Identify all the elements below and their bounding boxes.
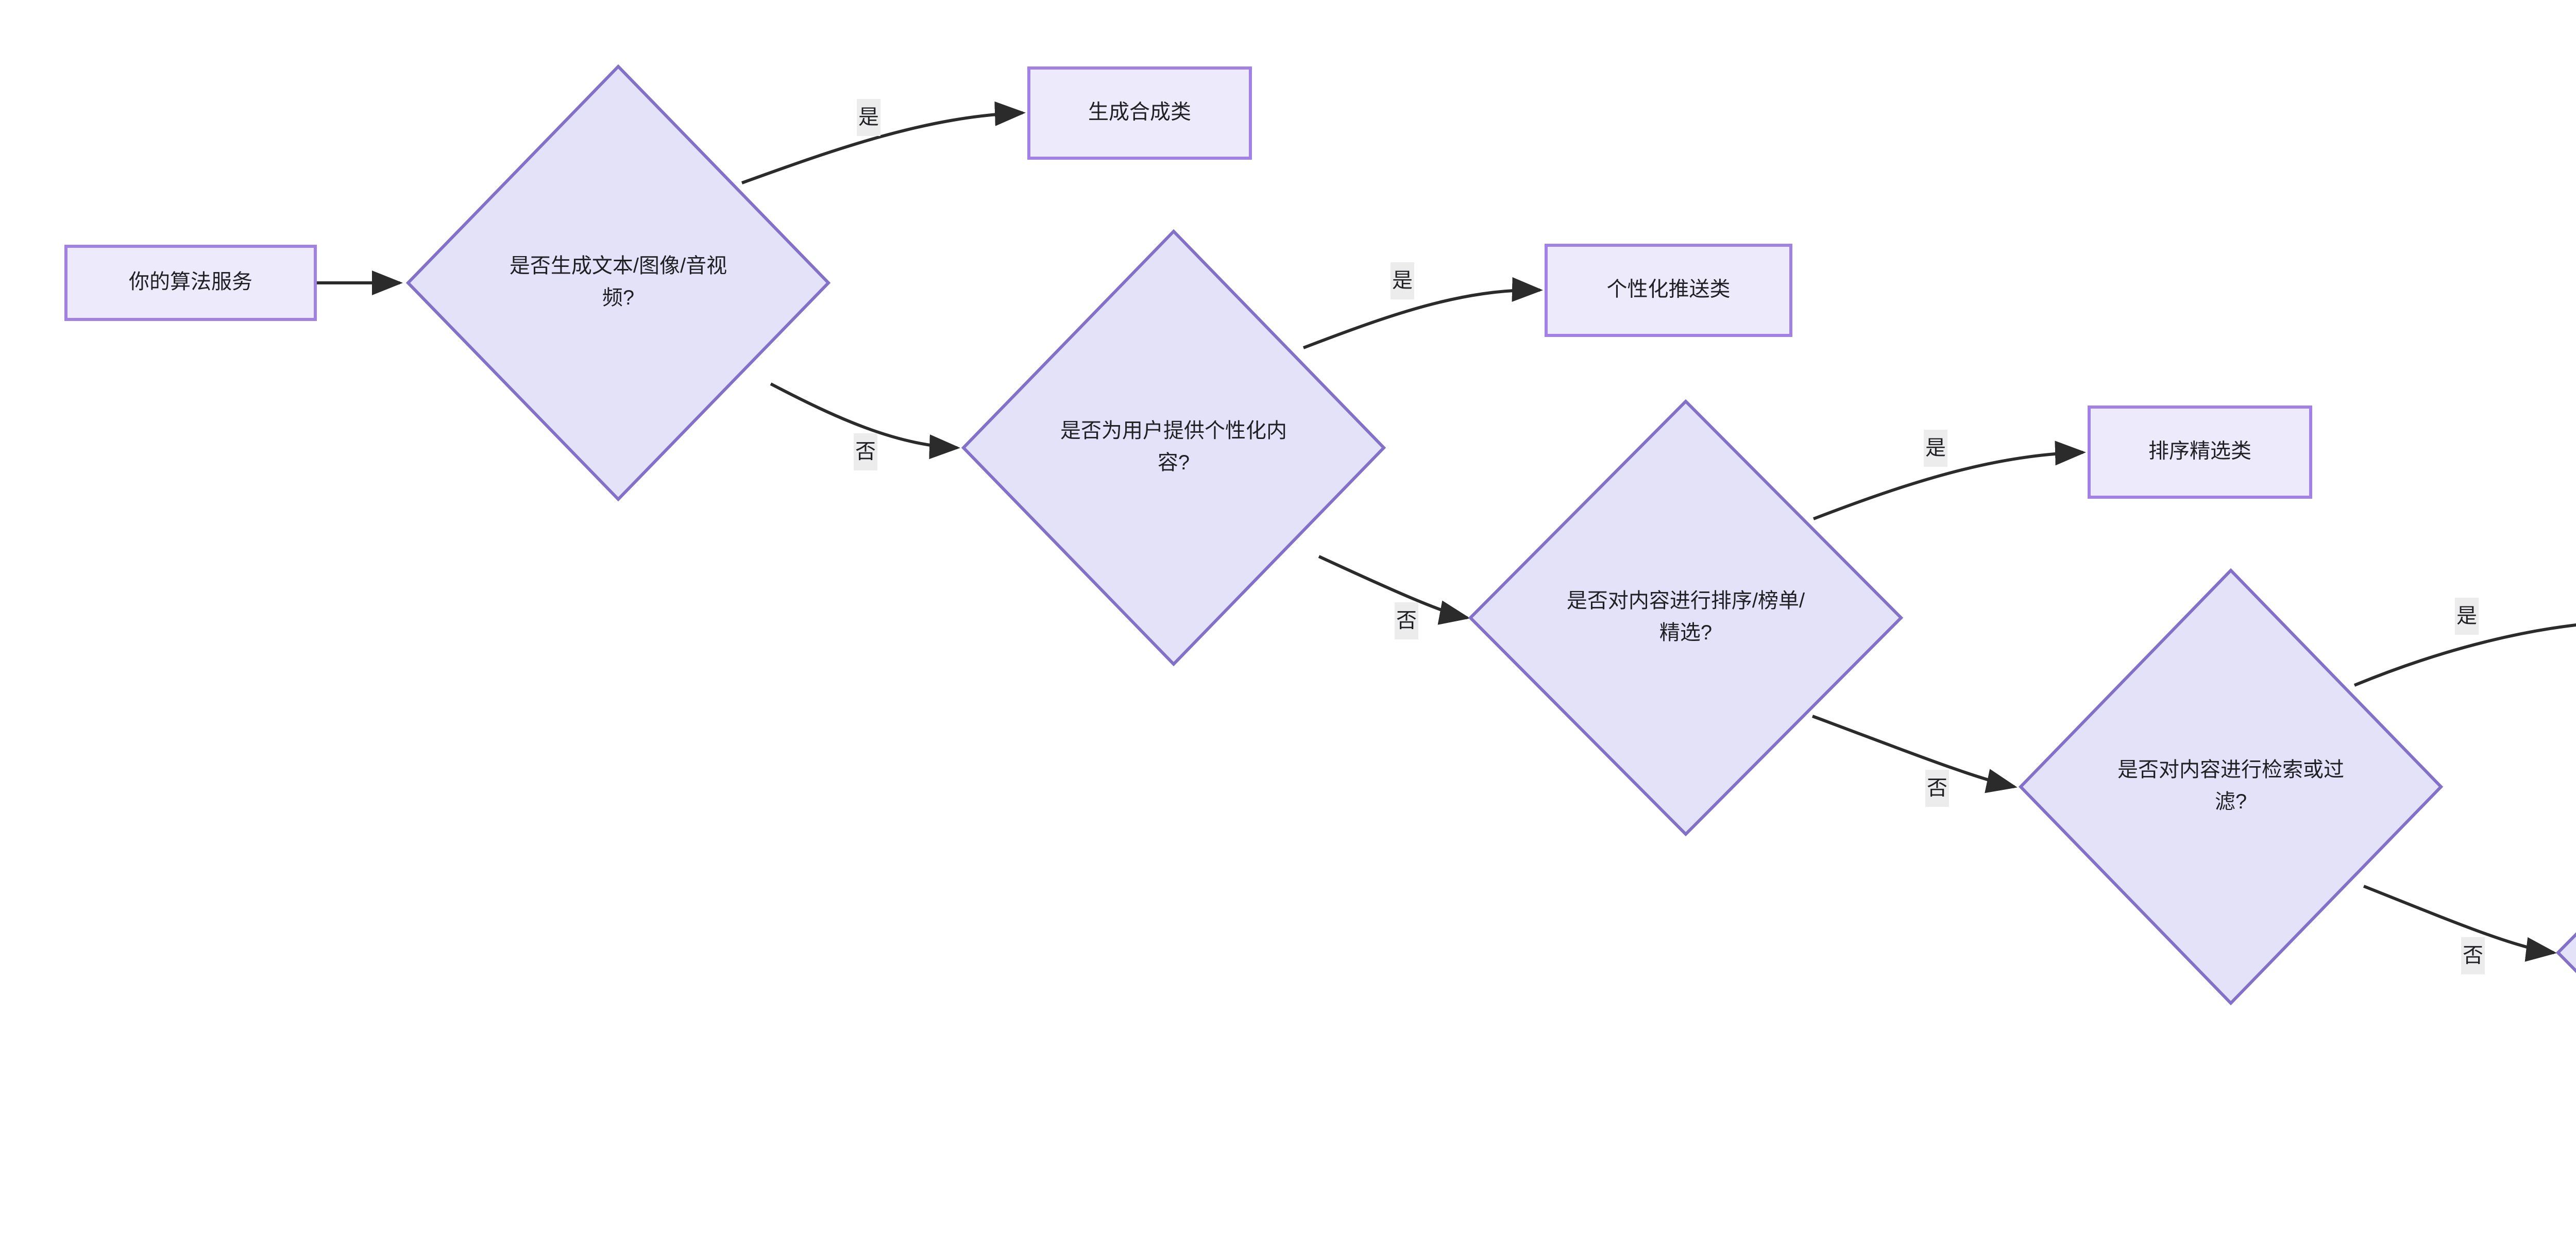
edge-label-background [1925, 770, 1949, 807]
edge-label-text: 是 [2456, 605, 2477, 628]
edge-label-e6: 否 [1925, 770, 1949, 807]
edge-d1-to-o1 [741, 101, 1026, 184]
edge-d1-to-d2 [770, 382, 960, 460]
edge-d3-to-d4 [1811, 715, 2018, 793]
node-o1[interactable]: 生成合成类 [1027, 66, 1252, 160]
edge-label-e3: 是 [1391, 262, 1414, 299]
node-d1[interactable]: 是否生成文本/图像/音视频? [405, 64, 831, 502]
node-diamond-shape [2018, 568, 2444, 1006]
edge-label-e5: 是 [1924, 430, 1947, 467]
edge-label-text: 是 [1925, 437, 1946, 460]
node-label: 是否对内容进行检索或过滤? [2117, 758, 2344, 813]
edge-label-text: 是 [1392, 269, 1413, 292]
edge-d4-to-d5 [2363, 885, 2557, 962]
edge-label-background [2455, 598, 2479, 635]
node-start[interactable]: 你的算法服务 [64, 245, 317, 321]
node-rect-shape [64, 245, 317, 321]
node-diamond-shape [2555, 932, 2576, 973]
node-rect-shape [1545, 244, 1792, 337]
edge-label-e7: 是 [2455, 598, 2479, 635]
node-diamond-shape [961, 229, 1386, 667]
node-o3[interactable]: 排序精选类 [2088, 405, 2312, 499]
edge-label-e8: 否 [2461, 937, 2485, 974]
edge-d2-to-d3 [1318, 555, 1470, 625]
edge-d2-to-o2 [1302, 277, 1543, 349]
node-d4[interactable]: 是否对内容进行检索或过滤? [2018, 568, 2444, 1006]
edge-label-text: 否 [1396, 610, 1417, 632]
node-label: 生成合成类 [1088, 100, 1191, 123]
edge-label-background [857, 99, 880, 136]
node-diamond-shape [405, 64, 831, 502]
edge-label-e2: 否 [854, 433, 877, 470]
node-label: 是否生成文本/图像/音视频? [510, 255, 727, 309]
edge-label-background [1391, 262, 1414, 299]
node-d5[interactable]: 是否涉及资源调度/分配/匹配? [2555, 736, 2576, 1169]
edge-label-text: 是 [858, 106, 879, 129]
node-d2[interactable]: 是否为用户提供个性化内容? [961, 229, 1386, 667]
node-o2[interactable]: 个性化推送类 [1545, 244, 1792, 337]
node-rect-shape [2088, 405, 2312, 499]
edge-label-text: 否 [1927, 777, 1947, 800]
edge-label-background [1395, 602, 1418, 639]
node-label: 是否对内容进行排序/榜单/精选? [1567, 589, 1805, 644]
node-d3[interactable]: 是否对内容进行排序/榜单/精选? [1468, 399, 1904, 837]
edge-label-text: 否 [855, 441, 876, 463]
edge-label-background [1924, 430, 1947, 467]
node-rect-shape [1027, 66, 1252, 160]
node-label: 个性化推送类 [1607, 278, 1731, 300]
edge-label-e4: 否 [1395, 602, 1418, 639]
edge-label-background [854, 433, 877, 470]
edge-label-text: 否 [2463, 944, 2483, 967]
edge-d4-to-o4 [2353, 623, 2576, 687]
node-label: 你的算法服务 [129, 271, 252, 293]
edge-label-background [2461, 937, 2485, 974]
edge-label-e1: 是 [857, 99, 880, 136]
node-label: 是否为用户提供个性化内容? [1060, 419, 1287, 474]
node-diamond-shape [1468, 399, 1904, 837]
edge-d3-to-o3 [1812, 441, 2086, 520]
node-label: 排序精选类 [2148, 439, 2251, 462]
edge-labels-layer: 是否是否是否是否是否 [854, 99, 2485, 974]
edges-layer [315, 101, 2576, 962]
